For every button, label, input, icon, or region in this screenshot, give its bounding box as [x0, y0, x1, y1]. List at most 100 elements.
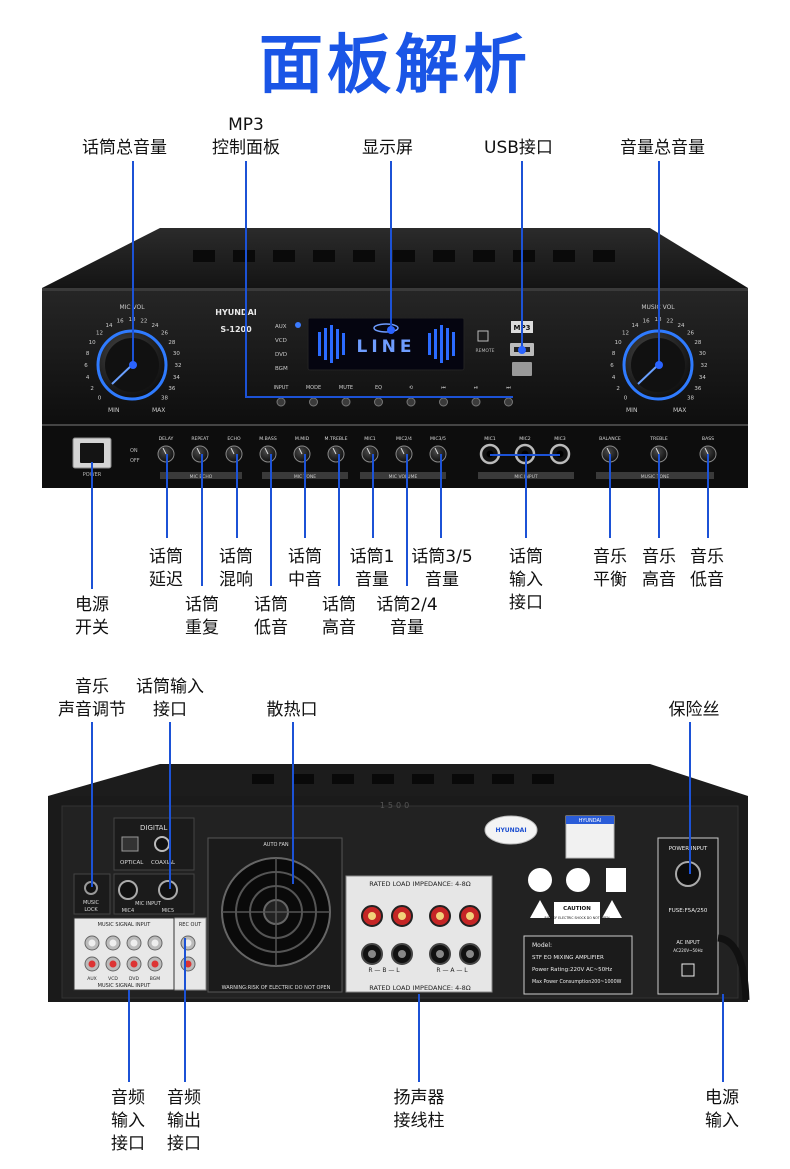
label-music-sound-adjust: 音乐声音调节 — [58, 677, 126, 720]
mp3-button[interactable] — [276, 397, 286, 407]
dial-number: 28 — [168, 340, 175, 346]
source-led — [295, 322, 301, 328]
rear-mic4-jack[interactable] — [118, 880, 138, 900]
remote-label: REMOTE — [476, 348, 495, 354]
label-power-switch: 电源开关 — [75, 595, 109, 638]
music-dial-scale: 024681012141618222426283032343638 — [610, 317, 707, 402]
dial-number: 6 — [84, 363, 88, 369]
mp3-button[interactable] — [504, 397, 513, 407]
label-fuse: 保险丝 — [668, 700, 720, 720]
mp3-button[interactable] — [406, 397, 416, 407]
label-mic-input-port: 话筒输入接口 — [136, 677, 204, 720]
dial-number: 14 — [106, 323, 113, 329]
svg-text:R — A — L: R — A — L — [436, 967, 468, 974]
label-speaker-terminals: 扬声器接线柱 — [393, 1088, 445, 1131]
dial-number: 12 — [96, 330, 103, 336]
mp3-button[interactable] — [471, 397, 481, 407]
label-mp3-control: MP3 控制面板 — [212, 115, 280, 158]
tone-knob-label: BASS — [702, 436, 714, 442]
mp3-button[interactable] — [309, 397, 318, 407]
knob-pointer — [230, 447, 235, 455]
coaxial-port[interactable] — [154, 836, 170, 852]
mp3-button-label: ⏯ — [474, 385, 478, 391]
svg-text:CAUTION: CAUTION — [563, 906, 591, 912]
label-music-treble: 音乐高音 — [642, 547, 676, 590]
knob-label: MIC2/4 — [396, 436, 412, 442]
svg-text:LOCK: LOCK — [84, 907, 98, 913]
svg-text:R — B — L: R — B — L — [368, 967, 400, 974]
knob-pointer — [196, 447, 201, 455]
knob-pointer — [400, 447, 405, 455]
label-audio-output: 音频输出接口 — [167, 1088, 201, 1154]
mp3-button-label: MODE — [306, 385, 321, 391]
remote-sensor-icon — [477, 330, 489, 342]
mp3-button[interactable] — [374, 397, 383, 407]
source-item: DVD — [275, 352, 287, 358]
speaker-post-red-core — [466, 912, 474, 920]
label-music-master-volume: 音量总音量 — [620, 138, 705, 158]
dial-number: 2 — [90, 386, 94, 392]
sd-card-slot[interactable] — [512, 362, 532, 376]
rca-label: VCD — [108, 976, 118, 982]
mp3-button-label: INPUT — [274, 385, 290, 391]
recycle-icon — [566, 868, 590, 892]
svg-text:RATED LOAD IMPEDANCE: 4-8Ω: RATED LOAD IMPEDANCE: 4-8Ω — [369, 984, 471, 992]
class-ii-icon — [681, 963, 695, 977]
rca-jack-center — [184, 960, 192, 968]
svg-text:MUSIC SIGNAL INPUT: MUSIC SIGNAL INPUT — [98, 922, 152, 928]
knob-pointer — [434, 447, 439, 455]
dial-number: 4 — [612, 375, 616, 381]
rca-label: BGM — [150, 976, 160, 982]
svg-text:AUTO FAN: AUTO FAN — [263, 842, 288, 848]
optical-port[interactable] — [121, 836, 139, 852]
speaker-post-black-core — [368, 950, 376, 958]
knob-label: REPEAT — [191, 436, 209, 442]
source-item: VCD — [275, 338, 287, 344]
label-mic-master-volume: 话筒总音量 — [82, 138, 167, 158]
mp3-button[interactable] — [341, 397, 351, 407]
label-mic-bass: 话筒低音 — [254, 595, 288, 638]
svg-text:RISK OF ELECTRIC SHOCK DO NOT: RISK OF ELECTRIC SHOCK DO NOT OPEN — [545, 916, 611, 920]
speaker-post-red-core — [398, 912, 406, 920]
knob-label: M.MID — [295, 436, 310, 442]
tone-knob-pointer — [606, 447, 611, 455]
knob-label: MIC3/5 — [430, 436, 446, 442]
dial-number: 4 — [86, 375, 90, 381]
section-music-tone: MUSIC TONE — [641, 474, 670, 480]
mp3-button-label: MUTE — [339, 385, 353, 391]
svg-text:REC OUT: REC OUT — [179, 922, 202, 928]
mp3-button[interactable] — [439, 397, 448, 407]
dial-number: 38 — [161, 396, 168, 402]
label-music-bass: 音乐低音 — [690, 547, 724, 590]
svg-text:MIC4: MIC4 — [122, 908, 134, 914]
fuse-holder[interactable] — [675, 861, 701, 887]
mic-jack-label: MIC2 — [519, 436, 531, 442]
dial-number: 22 — [666, 319, 673, 325]
speaker-post-black-core — [466, 950, 474, 958]
dial-number: 22 — [140, 319, 147, 325]
rear-mic5-jack[interactable] — [158, 880, 178, 900]
mp3-button-label: EQ — [375, 385, 382, 391]
label-usb: USB接口 — [484, 138, 553, 158]
dial-number: 28 — [694, 340, 701, 346]
label-display: 显示屏 — [362, 138, 413, 158]
svg-text:POWER INPUT: POWER INPUT — [669, 846, 708, 852]
dial-number: 24 — [678, 323, 685, 329]
svg-text:AC220V~50Hz: AC220V~50Hz — [673, 948, 702, 953]
svg-text:RATED LOAD IMPEDANCE: 4-8Ω: RATED LOAD IMPEDANCE: 4-8Ω — [369, 880, 471, 888]
rca-jack-center — [151, 960, 159, 968]
rca-jack-center — [109, 960, 117, 968]
knob-pointer — [332, 447, 337, 455]
dial-number: 34 — [699, 375, 706, 381]
rca-label: DVD — [129, 976, 139, 982]
dial-number: 30 — [173, 351, 180, 357]
label-mic-echo: 话筒混响 — [219, 547, 253, 590]
dial-number: 6 — [610, 363, 614, 369]
svg-text:FUSE:F5A/250: FUSE:F5A/250 — [669, 908, 708, 914]
